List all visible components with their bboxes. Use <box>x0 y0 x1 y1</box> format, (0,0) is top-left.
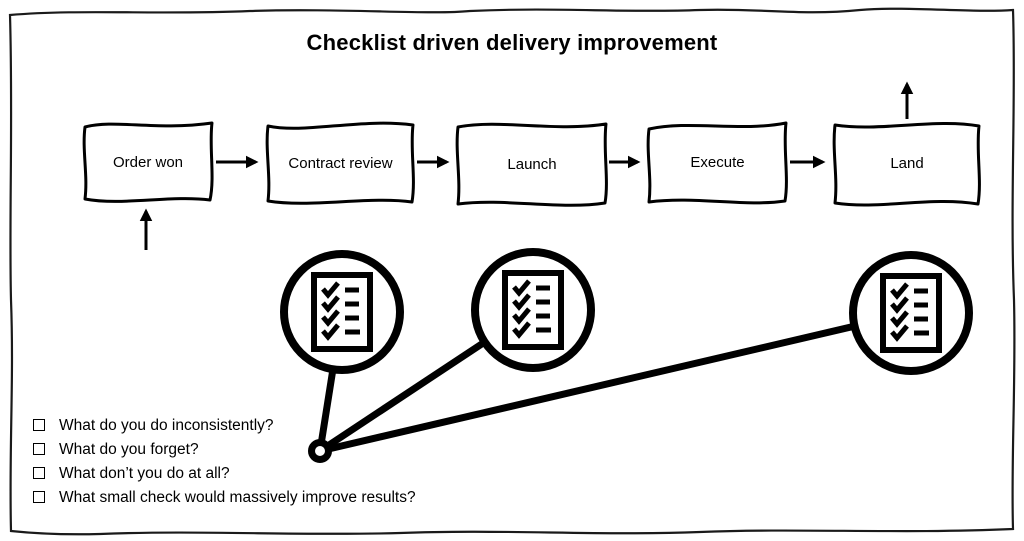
flow-arrows <box>139 81 914 250</box>
stage-label-land: Land <box>890 154 924 172</box>
question-item: What small check would massively improve… <box>33 486 416 510</box>
diagram-title: Checklist driven delivery improvement <box>306 30 718 55</box>
questions-list: What do you do inconsistently? What do y… <box>33 414 416 510</box>
checklist-document-icon <box>853 255 969 371</box>
stage-box-launch <box>455 122 608 207</box>
stage-label-execute: Execute <box>690 154 745 171</box>
question-text: What do you do inconsistently? <box>59 417 274 434</box>
stage-label-contract-review: Contract review <box>288 154 393 172</box>
question-text: What don’t you do at all? <box>59 465 230 482</box>
stage-box-execute <box>646 121 788 205</box>
checklist-document-icon <box>284 254 400 370</box>
checkbox-square-icon <box>33 443 45 455</box>
stage-label-order-won: Order won <box>112 153 184 171</box>
sketch-frame-border <box>8 7 1016 536</box>
checkbox-square-icon <box>33 419 45 431</box>
checklist-circle-1 <box>284 254 400 370</box>
checklist-circle-2 <box>475 252 591 368</box>
stage-boxes <box>82 121 981 207</box>
stage-box-order-won <box>82 121 214 203</box>
stage-label-launch: Launch <box>507 155 557 173</box>
checkbox-square-icon <box>33 467 45 479</box>
stage-box-land <box>832 121 981 207</box>
question-text: What do you forget? <box>59 441 199 458</box>
checkbox-square-icon <box>33 491 45 503</box>
stage-box-contract-review <box>265 121 415 205</box>
checklist-circle-3 <box>853 255 969 371</box>
question-item: What do you forget? <box>33 438 416 462</box>
checklist-document-icon <box>475 252 591 368</box>
question-item: What don’t you do at all? <box>33 462 416 486</box>
connector-line <box>319 309 912 455</box>
question-text: What small check would massively improve… <box>59 489 416 506</box>
question-item: What do you do inconsistently? <box>33 414 416 438</box>
hub-node <box>308 439 332 463</box>
